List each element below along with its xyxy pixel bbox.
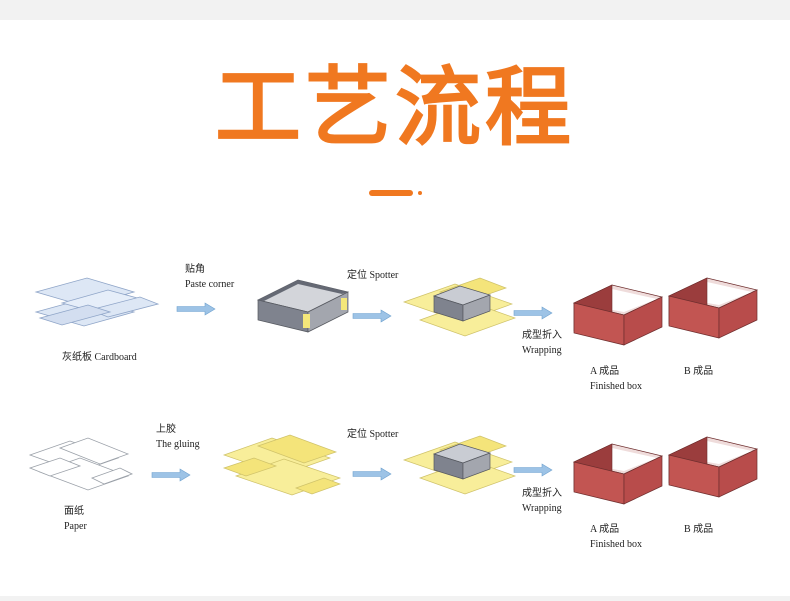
cardboard-blank — [34, 277, 160, 327]
title-underline-dot — [418, 191, 422, 195]
finished-box-b — [668, 436, 758, 498]
finished-box-a — [573, 284, 663, 346]
flow-arrow — [352, 309, 392, 323]
finished-box-b — [668, 277, 758, 339]
title-underline — [369, 190, 413, 196]
paper-label-en: Paper — [64, 521, 87, 532]
top-band — [0, 0, 790, 20]
paste-corner-box — [257, 279, 349, 333]
finished-a-label-en: Finished box — [590, 381, 642, 392]
paper-label-zh: 面纸 — [64, 506, 84, 517]
page-title: 工艺流程 — [215, 58, 575, 158]
spotter-assembly-1 — [402, 277, 517, 337]
wrapping-label-en: Wrapping — [522, 345, 562, 356]
paste-corner-label-en: Paste corner — [185, 279, 235, 290]
finished-box-a — [573, 443, 663, 505]
finished-b-label: B 成品 — [684, 524, 714, 535]
spotter-label: 定位 Spotter — [347, 429, 399, 440]
wrapping-label-zh: 成型折入 — [522, 330, 562, 341]
glued-paper — [222, 434, 342, 496]
flow-arrow — [176, 302, 216, 316]
wrapping-label-en: Wrapping — [522, 503, 562, 514]
finished-a-label-zh: A 成品 — [590, 366, 620, 377]
finished-a-label-zh: A 成品 — [590, 524, 620, 535]
flow-arrow — [513, 463, 553, 477]
flow-arrow — [151, 468, 191, 482]
paper-blank — [28, 437, 134, 491]
finished-b-label: B 成品 — [684, 366, 714, 377]
cardboard-label: 灰纸板 Cardboard — [62, 352, 137, 363]
gluing-label-en: The gluing — [156, 439, 200, 450]
spotter-assembly-2 — [402, 435, 517, 495]
flow-arrow — [352, 467, 392, 481]
gluing-label-zh: 上胶 — [156, 424, 176, 435]
spotter-label: 定位 Spotter — [347, 270, 399, 281]
bottom-band — [0, 596, 790, 601]
wrapping-label-zh: 成型折入 — [522, 488, 562, 499]
paste-corner-label-zh: 贴角 — [185, 264, 205, 275]
flow-arrow — [513, 306, 553, 320]
finished-a-label-en: Finished box — [590, 539, 642, 550]
